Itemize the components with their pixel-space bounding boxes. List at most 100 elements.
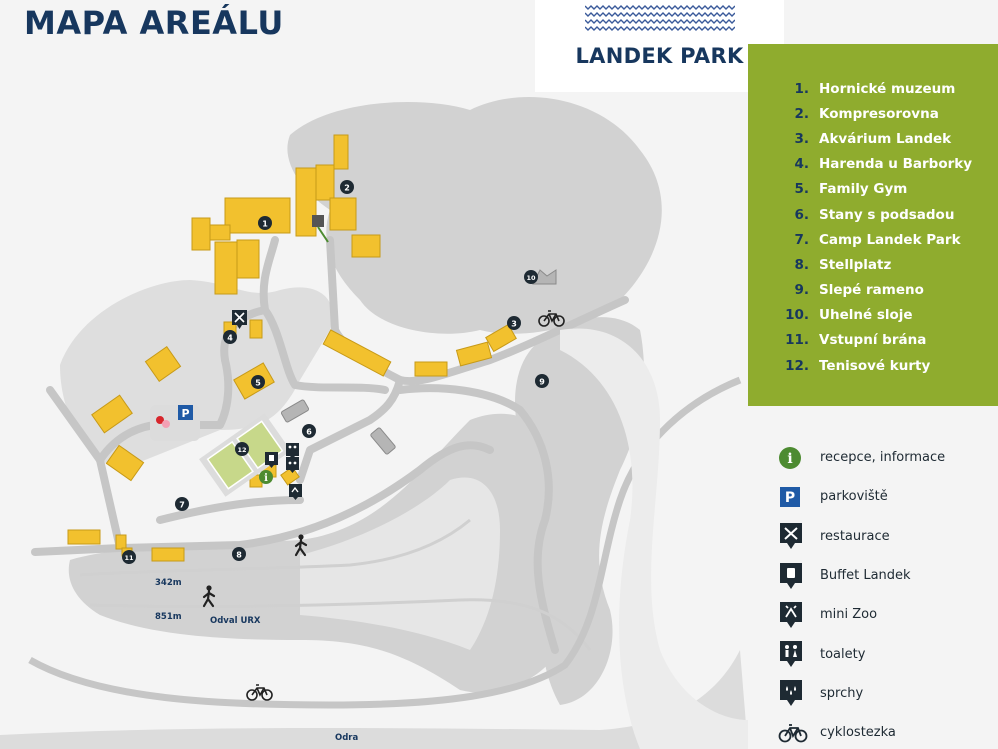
legend-item-number: 5. <box>794 181 809 198</box>
legend-item-number: 2. <box>794 105 809 122</box>
symbol-legend-item: restaurace <box>778 517 993 556</box>
marker-11: 11 <box>122 550 136 564</box>
info-icon: i <box>778 443 812 473</box>
toilets-icon[interactable] <box>286 443 299 459</box>
symbol-legend-label: parkoviště <box>820 489 888 505</box>
legend-item-number: 9. <box>794 282 809 299</box>
legend-item-number: 12. <box>785 357 809 374</box>
river-bank <box>560 328 748 749</box>
restaurant-icon <box>778 521 812 551</box>
numbered-markers[interactable]: 1 2 3 4 5 6 7 8 9 10 11 12 <box>122 180 549 564</box>
symbol-legend-label: toalety <box>820 646 866 662</box>
zoo-icon[interactable] <box>289 484 302 500</box>
parking-sign[interactable]: P <box>178 405 193 420</box>
svg-text:12: 12 <box>237 446 246 454</box>
marker-10: 10 <box>524 270 538 284</box>
symbol-legend-item: sprchy <box>778 674 993 713</box>
legend-item[interactable]: 3. Akvárium Landek <box>748 126 998 151</box>
legend-item[interactable]: 6.Stany s podsadou <box>748 202 998 227</box>
marker-8: 8 <box>232 547 246 561</box>
svg-text:7: 7 <box>179 501 185 510</box>
svg-text:P: P <box>785 490 795 506</box>
legend-item-label: Stellplatz <box>819 256 892 273</box>
symbol-legend-label: recepce, informace <box>820 450 946 466</box>
showers-icon <box>778 678 812 708</box>
svg-text:i: i <box>787 451 792 467</box>
buffet-icon <box>778 561 812 591</box>
heap-label: Odval URX <box>210 616 261 626</box>
marker-12: 12 <box>235 442 249 456</box>
legend-item-label: Slepé rameno <box>819 282 924 299</box>
parking-icon: P <box>778 482 812 512</box>
legend-item[interactable]: 1. Hornické muzeum <box>748 76 998 101</box>
toilets-icon <box>778 639 812 669</box>
brand-name: LANDEK PARK <box>575 44 744 68</box>
svg-text:11: 11 <box>124 554 134 562</box>
bicycle-icon <box>778 718 812 748</box>
svg-text:2: 2 <box>344 184 350 193</box>
heap-inner <box>300 477 500 650</box>
legend-item-label: Vstupní brána <box>819 332 927 349</box>
symbol-legend-item: i recepce, informace <box>778 438 993 477</box>
legend-item-number: 11. <box>785 332 809 349</box>
svg-text:i: i <box>264 473 268 484</box>
svg-text:9: 9 <box>539 378 545 387</box>
legend-item[interactable]: 8.Stellplatz <box>748 252 998 277</box>
svg-text:4: 4 <box>227 334 233 343</box>
bicycle-icon <box>246 684 273 701</box>
legend-item-label: Hornické muzeum <box>819 80 956 97</box>
location-legend: 1. Hornické muzeum 2. Kompresorovna 3. Akvári… <box>748 44 998 406</box>
legend-item-number: 4. <box>794 156 809 173</box>
legend-item-label: Akvárium Landek <box>819 130 952 147</box>
marker-5: 5 <box>251 375 265 389</box>
marker-6: 6 <box>302 424 316 438</box>
info-icon[interactable]: i <box>259 470 273 484</box>
hiking-trails <box>79 518 592 651</box>
legend-item-number: 7. <box>794 231 809 248</box>
legend-item[interactable]: 2. Kompresorovna <box>748 101 998 126</box>
legend-item[interactable]: 12.Tenisové kurty <box>748 353 998 378</box>
legend-item-label: Camp Landek Park <box>819 231 961 248</box>
legend-item-number: 3. <box>794 130 809 147</box>
restaurant-icon[interactable] <box>232 310 247 329</box>
symbol-legend-label: cyklostezka <box>820 725 896 741</box>
legend-item-number: 10. <box>785 307 809 324</box>
buffet-icon[interactable] <box>265 452 278 468</box>
river-label: Odra <box>335 733 359 743</box>
marker-2: 2 <box>340 180 354 194</box>
mine-tower-icon <box>312 215 329 243</box>
svg-text:10: 10 <box>526 274 536 282</box>
page-title: MAPA AREÁLU <box>24 4 284 42</box>
symbol-legend-label: Buffet Landek <box>820 568 911 584</box>
marker-4: 4 <box>223 330 237 344</box>
legend-item-number: 6. <box>794 206 809 223</box>
legend-item[interactable]: 10. Uhelné sloje <box>748 303 998 328</box>
legend-item[interactable]: 11. Vstupní brána <box>748 328 998 353</box>
brand-logo: LANDEK PARK <box>535 0 784 92</box>
legend-item[interactable]: 5.Family Gym <box>748 177 998 202</box>
legend-item-label: Kompresorovna <box>819 105 939 122</box>
symbol-legend-item: cyklostezka <box>778 713 993 749</box>
zoo-icon <box>778 600 812 630</box>
tanks <box>280 269 557 455</box>
legend-item[interactable]: 9. Slepé rameno <box>748 278 998 303</box>
showers-icon[interactable] <box>286 457 299 473</box>
svg-text:1: 1 <box>262 220 268 229</box>
legend-item-label: Uhelné sloje <box>819 307 913 324</box>
svg-text:5: 5 <box>255 379 261 388</box>
symbol-legend-item: toalety <box>778 634 993 673</box>
legend-item[interactable]: 7. Camp Landek Park <box>748 227 998 252</box>
legend-item[interactable]: 4. Harenda u Barborky <box>748 152 998 177</box>
marker-9: 9 <box>535 374 549 388</box>
symbol-legend-label: mini Zoo <box>820 607 878 623</box>
symbol-legend-label: sprchy <box>820 685 864 701</box>
svg-text:6: 6 <box>306 428 312 437</box>
symbol-legend-item: Buffet Landek <box>778 556 993 595</box>
logo-pattern-icon <box>585 5 735 31</box>
legend-item-label: Harenda u Barborky <box>819 156 973 173</box>
legend-item-number: 1. <box>794 80 809 97</box>
svg-text:P: P <box>181 407 189 420</box>
